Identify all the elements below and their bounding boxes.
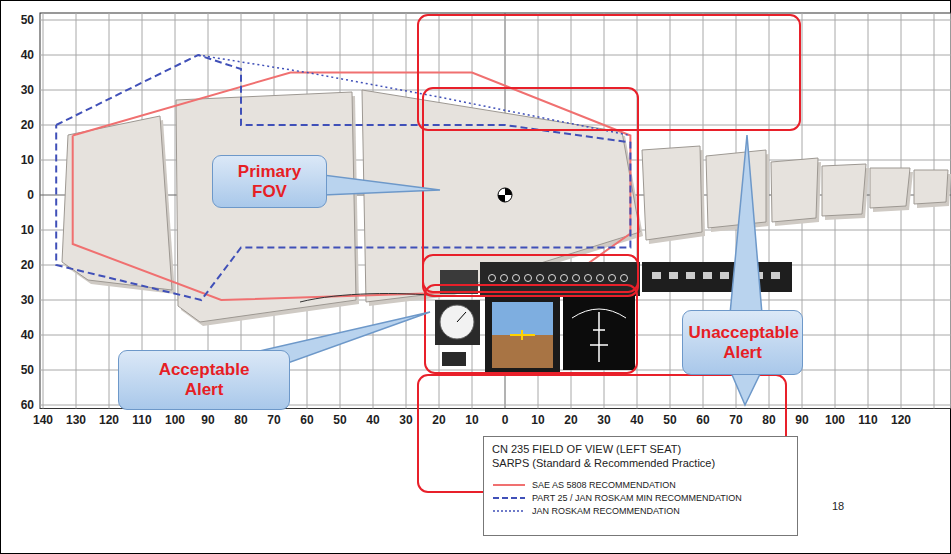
axis-number: 20: [564, 414, 577, 426]
axis-number: 20: [21, 119, 34, 131]
legend-line-sample: [492, 481, 526, 489]
legend-text: PART 25 / JAN ROSKAM MIN RECOMMENDATION: [532, 494, 742, 503]
axis-number: 40: [630, 414, 643, 426]
axis-number: 40: [366, 414, 379, 426]
roskam-outline: [198, 55, 630, 136]
axis-number: 0: [502, 414, 509, 426]
legend-text: JAN ROSKAM RECOMMENDATION: [532, 507, 680, 516]
axis-number: 30: [21, 84, 34, 96]
axis-number: 50: [21, 14, 34, 26]
axis-number: 100: [825, 414, 845, 426]
eye-reference-symbol: [498, 188, 512, 202]
axis-number: 30: [399, 414, 412, 426]
callout-box: Acceptable Alert: [118, 350, 290, 410]
axis-number: 100: [165, 414, 185, 426]
axis-number: 10: [21, 154, 34, 166]
axis-number: 90: [201, 414, 214, 426]
axis-number: 40: [21, 329, 34, 341]
axis-number: 10: [21, 224, 34, 236]
axis-number: 40: [21, 49, 34, 61]
legend-panel: CN 235 FIELD OF VIEW (LEFT SEAT)SARPS (S…: [483, 436, 798, 536]
callout-text: Primary FOV: [220, 162, 320, 201]
callout-box: Unacceptable Alert: [682, 310, 803, 375]
axis-number: 120: [891, 414, 911, 426]
axis-number: 60: [21, 399, 34, 411]
axis-number: 110: [132, 414, 151, 426]
legend-heading: SARPS (Standard & Recommended Practice): [492, 456, 789, 470]
axis-number: 140: [33, 414, 53, 426]
axis-number: 30: [597, 414, 610, 426]
axis-number: 20: [432, 414, 445, 426]
axis-number: 90: [795, 414, 808, 426]
callout-text: Unacceptable Alert: [689, 323, 797, 362]
axis-number: 0: [27, 189, 34, 201]
legend-entry: JAN ROSKAM RECOMMENDATION: [492, 505, 789, 518]
axis-number: 50: [333, 414, 346, 426]
axis-number: 60: [696, 414, 709, 426]
legend-text: SAE AS 5808 RECOMMENDATION: [532, 481, 676, 490]
axis-number: 80: [762, 414, 775, 426]
axis-number: 70: [729, 414, 742, 426]
axis-number: 20: [21, 259, 34, 271]
axis-number: 130: [66, 414, 86, 426]
axis-number: 70: [267, 414, 280, 426]
callout-box: Primary FOV: [212, 155, 327, 208]
axis-number: 110: [858, 414, 877, 426]
legend-entry: SAE AS 5808 RECOMMENDATION: [492, 479, 789, 492]
page-number: 18: [832, 501, 844, 512]
axis-number: 30: [21, 294, 34, 306]
callout-text: Acceptable Alert: [152, 360, 257, 399]
legend-line-sample: [492, 494, 526, 502]
legend-heading: CN 235 FIELD OF VIEW (LEFT SEAT): [492, 442, 789, 456]
axis-number: 50: [663, 414, 676, 426]
axis-number: 60: [300, 414, 313, 426]
axis-number: 80: [234, 414, 247, 426]
legend-line-sample: [492, 507, 526, 515]
legend-entry: PART 25 / JAN ROSKAM MIN RECOMMENDATION: [492, 492, 789, 505]
axis-number: 50: [21, 364, 34, 376]
axis-number: 10: [465, 414, 478, 426]
axis-number: 10: [531, 414, 544, 426]
axis-number: 120: [99, 414, 119, 426]
highlight-regions: [418, 15, 800, 492]
